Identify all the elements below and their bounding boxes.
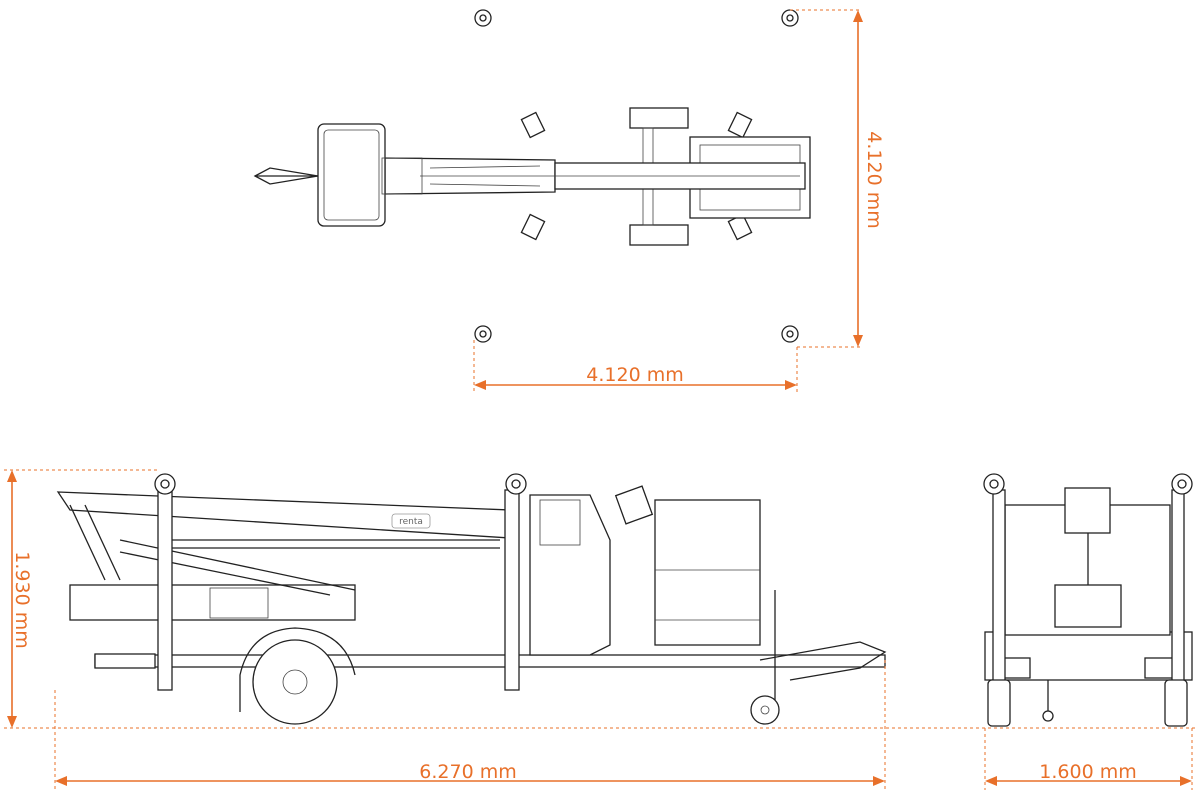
- outrigger-leg-rear: [504, 489, 520, 691]
- dimension-transport-length: 6.270 mm: [419, 761, 516, 783]
- dimension-transport-height: 1.930 mm: [11, 551, 33, 648]
- wheel-top: [629, 107, 689, 129]
- dimension-transport-width: 1.600 mm: [1039, 761, 1136, 783]
- upper-boom: [56, 491, 511, 539]
- top-view: [253, 9, 811, 343]
- outrigger-leg-front: [157, 489, 173, 691]
- dimension-lines: [4, 9, 1198, 790]
- dimension-outrigger-width: 4.120 mm: [586, 364, 683, 386]
- renta-logo: renta: [399, 517, 423, 527]
- basket-side: [654, 499, 761, 646]
- turret: [529, 494, 611, 656]
- side-view: renta: [56, 473, 887, 725]
- platform-top: [317, 123, 386, 227]
- wheel-bottom: [629, 224, 689, 246]
- boom-stowed: [69, 584, 356, 621]
- wheel-side: [252, 639, 338, 725]
- rear-view: [983, 473, 1193, 727]
- chassis-beam: [94, 654, 886, 668]
- dimension-outrigger-depth: 4.120 mm: [863, 131, 885, 228]
